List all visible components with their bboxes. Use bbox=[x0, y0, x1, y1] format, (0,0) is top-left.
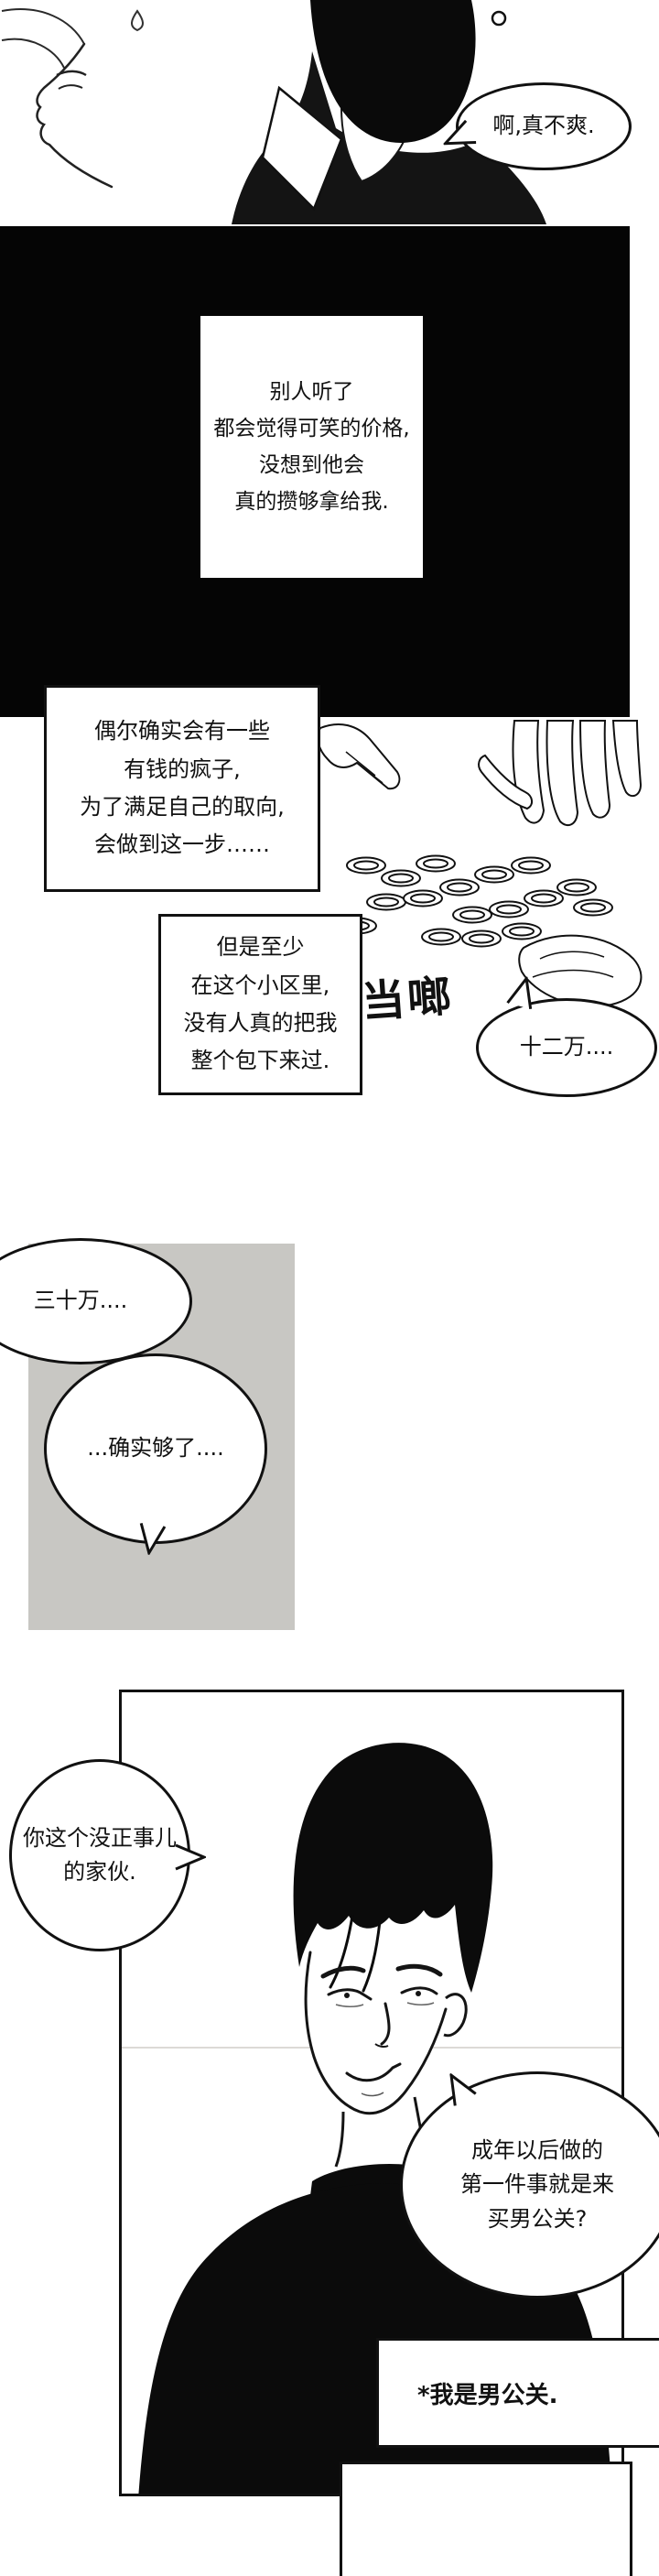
speech-bubble-annoyed: 啊,真不爽. bbox=[456, 82, 632, 170]
next-panel-edge bbox=[340, 2462, 632, 2576]
bubble-tail bbox=[506, 974, 533, 1010]
speech-bubble-120k: 十二万.... bbox=[476, 998, 657, 1097]
narration-box-but: 但是至少 在这个小区里, 没有人真的把我 整个包下来过. bbox=[158, 914, 362, 1095]
bubble-tail bbox=[441, 119, 477, 146]
escort-back-illustration bbox=[232, 0, 546, 224]
speech-bubble-enough: ...确实够了.... bbox=[44, 1353, 267, 1544]
footnote-box: *我是男公关. bbox=[376, 2338, 659, 2448]
hands-and-coins-illustration bbox=[317, 720, 643, 1007]
bubble-tail bbox=[449, 2071, 477, 2106]
speech-bubble-300k: 三十万.... bbox=[0, 1238, 192, 1364]
sfx-clang: 当啷 bbox=[360, 971, 456, 1028]
narration-box-price: 别人听了 都会觉得可笑的价格, 没想到他会 真的攒够拿给我. bbox=[200, 316, 423, 578]
bubble-tail bbox=[175, 1843, 206, 1871]
speech-bubble-question: 成年以后做的 第一件事就是来 买男公关? bbox=[400, 2071, 659, 2299]
client-profile-illustration bbox=[1, 8, 144, 189]
bubble-tail bbox=[139, 1522, 167, 1557]
earring-icon bbox=[491, 10, 507, 27]
speech-bubble-scold: 你这个没正事儿 的家伙. bbox=[9, 1759, 190, 1951]
narration-box-rich: 偶尔确实会有一些 有钱的疯子, 为了满足自己的取向, 会做到这一步…… bbox=[44, 685, 320, 892]
